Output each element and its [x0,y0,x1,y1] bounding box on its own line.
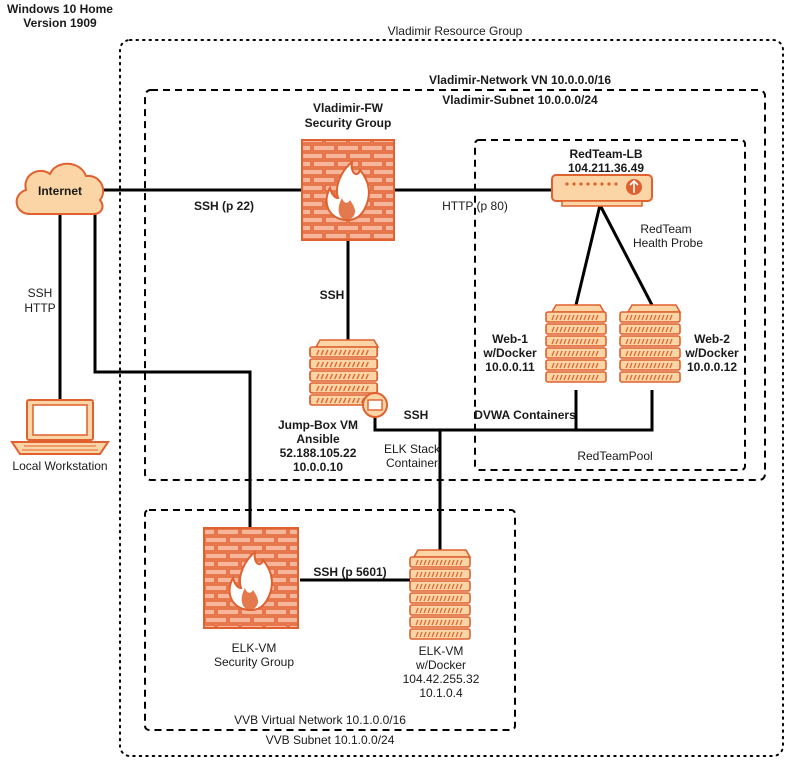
jumpbox-label-1: Jump-Box VM [278,418,358,432]
web2-label-2: w/Docker [684,346,739,360]
resource-group-box [119,39,784,757]
elk-vm-label-4: 10.1.0.4 [419,686,463,700]
wire-jumpbox-webs [373,390,654,432]
redteam-pool-label: RedTeamPool [577,449,652,463]
elk-container-label-1: ELK Stack [384,442,441,456]
local-workstation-label: Local Workstation [12,459,107,473]
vladimir-fw-label-2: Security Group [305,116,392,130]
container-icon [362,392,388,418]
web1-label-3: 10.0.0.11 [485,360,535,374]
redteam-pool-box [474,139,746,471]
vladimir-subnet-box [144,89,766,481]
web2-server-icon [619,304,682,383]
web2-label-1: Web-2 [694,332,730,346]
cloud-icon [15,162,105,215]
edge-fw-jumpbox-label: SSH [320,288,345,302]
laptop-icon [10,399,110,455]
jumpbox-label-3: 52.188.105.22 [280,446,357,460]
edge-internet-workstation-label-2: HTTP [24,301,55,315]
edge-internet-workstation-label-1: SSH [28,286,53,300]
edge-elkfw-elkvm-label: SSH (p 5601) [313,565,386,579]
lb-label-1: RedTeam-LB [569,147,642,161]
web1-label-1: Web-1 [492,332,528,346]
health-probe-label-2: Health Probe [633,236,703,250]
health-probe-label-1: RedTeam [640,222,691,236]
lb-label-2: 104.211.36.49 [568,161,644,175]
vvb-subnet-label: VVB Subnet 10.1.0.0/24 [266,733,395,747]
elk-fw-label-2: Security Group [214,655,294,669]
web1-server-icon [545,304,607,383]
vvb-subnet-box [144,509,516,731]
jumpbox-label-4: 10.0.0.10 [293,460,343,474]
vvb-network-label: VVB Virtual Network 10.1.0.0/16 [234,713,406,727]
wire-lb-web2 [598,204,654,306]
elk-fw-firewall-icon [203,527,299,629]
wire-lb-web1 [574,204,602,306]
web2-label-3: 10.0.0.12 [687,360,737,374]
os-line-1: Windows 10 Home [7,2,113,16]
dvwa-label: DVWA Containers [474,408,576,422]
jumpbox-server-icon [309,339,380,406]
elk-fw-label-1: ELK-VM [232,641,277,655]
load-balancer-icon [551,174,653,207]
elk-vm-label-1: ELK-VM [419,644,464,658]
edge-internet-fw-label: SSH (p 22) [194,199,254,213]
wire-internet-elkfw [93,190,252,528]
edge-fw-lb-label: HTTP (p 80) [442,199,508,213]
edge-jumpbox-webs-label: SSH [404,408,429,422]
web1-label-2: w/Docker [482,346,537,360]
os-line-2: Version 1909 [23,16,97,30]
vladimir-fw-label-1: Vladimir-FW [313,101,384,115]
resource-group-label: Vladimir Resource Group [388,24,523,38]
internet-label: Internet [38,184,82,198]
elk-vm-label-2: w/Docker [415,658,466,672]
elk-vm-server-icon [409,549,472,640]
elk-container-label-2: Container [386,456,438,470]
elk-vm-label-3: 104.42.255.32 [403,672,480,686]
jumpbox-label-2: Ansible [296,432,340,446]
vladimir-subnet-label: Vladimir-Subnet 10.0.0.0/24 [442,93,598,107]
vladimir-fw-firewall-icon [301,139,395,241]
vladimir-network-label: Vladimir-Network VN 10.0.0.0/16 [429,73,611,87]
